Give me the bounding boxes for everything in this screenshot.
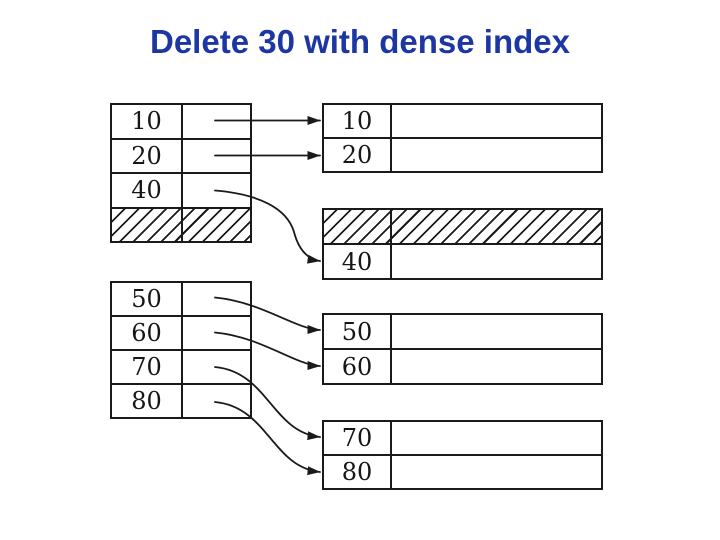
key-cell: 70 [112,351,183,383]
index-row-70: 70 [112,349,250,383]
data-row-40: 40 [324,243,601,278]
key-cell: 80 [324,456,392,488]
index-row-50: 50 [112,283,250,315]
data-row-80: 80 [324,454,601,488]
data-row-deleted-hatched [324,210,601,243]
pointer-cell [183,209,250,242]
index-row-10: 10 [112,105,250,138]
key-cell [112,208,183,241]
key-cell: 10 [324,105,392,137]
slide-title: Delete 30 with dense index [150,23,570,60]
index-row-60: 60 [112,315,250,349]
index-block-1: 10 20 40 [110,103,252,243]
pointer-cell [183,317,250,349]
index-row-40: 40 [112,172,250,207]
pointer-cell [183,105,250,138]
record-cell [392,350,601,383]
key-cell: 70 [324,422,392,454]
data-block-4: 70 80 [322,420,603,490]
index-block-2: 50 60 70 80 [110,281,252,419]
record-cell [392,210,601,243]
data-block-3: 50 60 [322,313,603,385]
record-cell [392,422,601,454]
key-cell: 10 [112,105,183,138]
data-row-50: 50 [324,315,601,348]
data-row-20: 20 [324,137,601,171]
record-cell [392,456,601,488]
data-row-70: 70 [324,422,601,454]
index-row-80: 80 [112,383,250,417]
data-row-10: 10 [324,105,601,137]
key-cell: 40 [324,245,392,278]
pointer-cell [183,174,250,207]
key-cell: 20 [112,139,183,172]
data-block-1: 10 20 [322,103,603,173]
key-cell: 60 [112,317,183,349]
key-cell: 40 [112,174,183,207]
record-cell [392,315,601,348]
record-cell [392,245,601,278]
key-cell: 80 [112,385,183,417]
key-cell [324,210,392,243]
pointer-cell [183,283,250,315]
pointer-cell [183,351,250,383]
key-cell: 50 [324,315,392,348]
pointer-cell [183,385,250,417]
key-cell: 20 [324,139,392,171]
pointer-cell [183,140,250,173]
record-cell [392,139,601,171]
key-cell: 60 [324,350,392,383]
key-cell: 50 [112,283,183,315]
data-block-2: 40 [322,208,603,280]
index-row-deleted-hatched [112,206,250,242]
data-row-60: 60 [324,348,601,383]
index-row-20: 20 [112,137,250,173]
record-cell [392,105,601,137]
